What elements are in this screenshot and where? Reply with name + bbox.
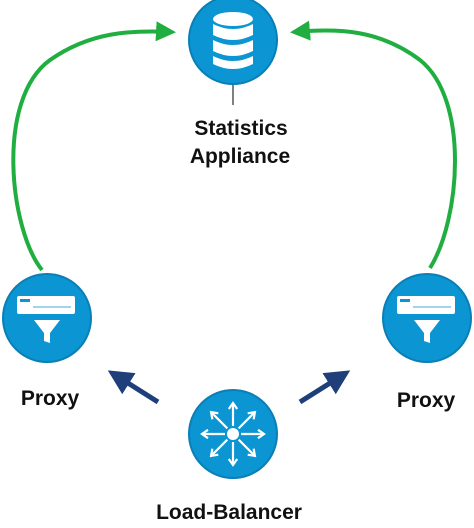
node-load-balancer[interactable]: Load-Balancer (156, 389, 302, 524)
node-circle (188, 0, 278, 85)
radiating-arrow-shaft (237, 411, 256, 430)
proxy-filter-icon (17, 296, 75, 343)
edge-right-proxy-to-appliance (290, 20, 457, 270)
node-proxy-right[interactable]: Proxy (382, 273, 472, 412)
radiating-arrow-head (209, 448, 219, 458)
appliance-label-line1: Statistics (194, 117, 287, 140)
proxy-right-label: Proxy (397, 389, 456, 412)
node-statistics-appliance[interactable]: Statistics Appliance (188, 0, 290, 168)
radiating-arrow-head (247, 448, 257, 458)
edge-left-proxy-to-appliance (11, 21, 176, 272)
radiating-arrow-head (247, 410, 257, 420)
appliance-label-line2: Appliance (190, 145, 290, 168)
radiating-arrow-shaft (237, 438, 256, 457)
node-circle (382, 273, 472, 363)
edge-balancer-to-right-proxy (298, 370, 351, 405)
database-icon (213, 12, 253, 69)
radiating-arrow-head (227, 458, 239, 467)
radiating-arrow-head (200, 428, 209, 440)
load-balancer-hub (227, 428, 239, 440)
node-proxy-left[interactable]: Proxy (2, 273, 92, 410)
radiating-arrow-shaft (210, 438, 229, 457)
node-circle (2, 273, 92, 363)
radiating-arrow-shaft (210, 411, 229, 430)
proxy-filter-icon (397, 296, 455, 343)
proxy-left-label: Proxy (21, 387, 80, 410)
radiating-arrow-head (209, 410, 219, 420)
radiating-arrow-head (257, 428, 266, 440)
load-balancer-label: Load-Balancer (156, 501, 302, 524)
load-balancer-icon (200, 401, 266, 467)
radiating-arrow-head (227, 401, 239, 410)
edge-balancer-to-left-proxy (107, 370, 160, 405)
